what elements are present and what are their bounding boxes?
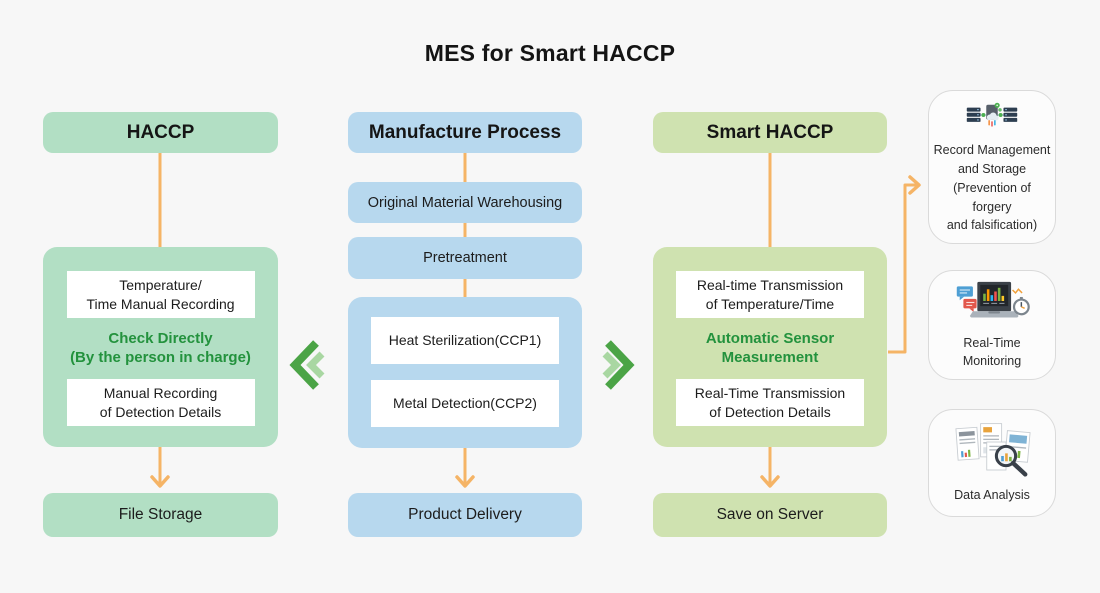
smart-haccp-footer-save-on-server: Save on Server [653,493,887,537]
server-sync-icon [966,102,1018,127]
smart-haccp-highlight-automatic-sensor: Automatic Sensor Measurement [705,329,835,366]
chevron-left-icon [289,340,325,390]
manufacture-ccp2-metal-detection: Metal Detection(CCP2) [371,380,559,427]
haccp-item-manual-recording: Manual Recording of Detection Details [66,379,255,426]
haccp-header: HACCP [43,112,278,153]
haccp-arrowhead-icon [150,475,170,488]
page-title: MES for Smart HACCP [424,40,676,66]
manufacture-ccp1-heat-sterilization: Heat Sterilization(CCP1) [371,317,559,364]
smart-haccp-panel: Real-time Transmission of Temperature/Ti… [653,247,887,447]
smart-haccp-arrowhead-icon [760,475,780,488]
haccp-panel: Temperature/ Time Manual Recording Check… [43,247,278,447]
smart-haccp-to-features-connector [888,183,917,354]
feature-realtime-monitoring: Real-Time Monitoring [928,270,1056,380]
manufacture-ccp-panel: Heat Sterilization(CCP1) Metal Detection… [348,297,582,448]
haccp-highlight-check-directly: Check Directly (By the person in charge) [70,329,251,366]
smart-haccp-header: Smart HACCP [653,112,887,153]
feature-label: Record Management and Storage (Preventio… [933,143,1051,233]
features-arrowhead-icon [908,175,921,195]
manufacture-step-warehousing: Original Material Warehousing [348,182,582,223]
manufacture-step-pretreatment: Pretreatment [348,237,582,279]
haccp-item-temperature-time: Temperature/ Time Manual Recording [66,271,255,318]
smart-haccp-item-realtime-detection: Real-Time Transmission of Detection Deta… [676,379,864,426]
manufacture-header: Manufacture Process [348,112,582,153]
feature-label: Real-Time Monitoring [962,335,1022,369]
feature-data-analysis: Data Analysis [928,409,1056,517]
smart-haccp-item-realtime-temperature: Real-time Transmission of Temperature/Ti… [676,271,864,318]
data-analysis-icon [955,423,1031,477]
haccp-footer-file-storage: File Storage [43,493,278,537]
feature-record-management: Record Management and Storage (Preventio… [928,90,1056,244]
feature-label: Data Analysis [954,488,1030,503]
manufacture-arrowhead-icon [455,475,475,488]
manufacture-footer-product-delivery: Product Delivery [348,493,582,537]
monitoring-icon [956,281,1030,318]
chevron-right-icon [602,340,635,390]
